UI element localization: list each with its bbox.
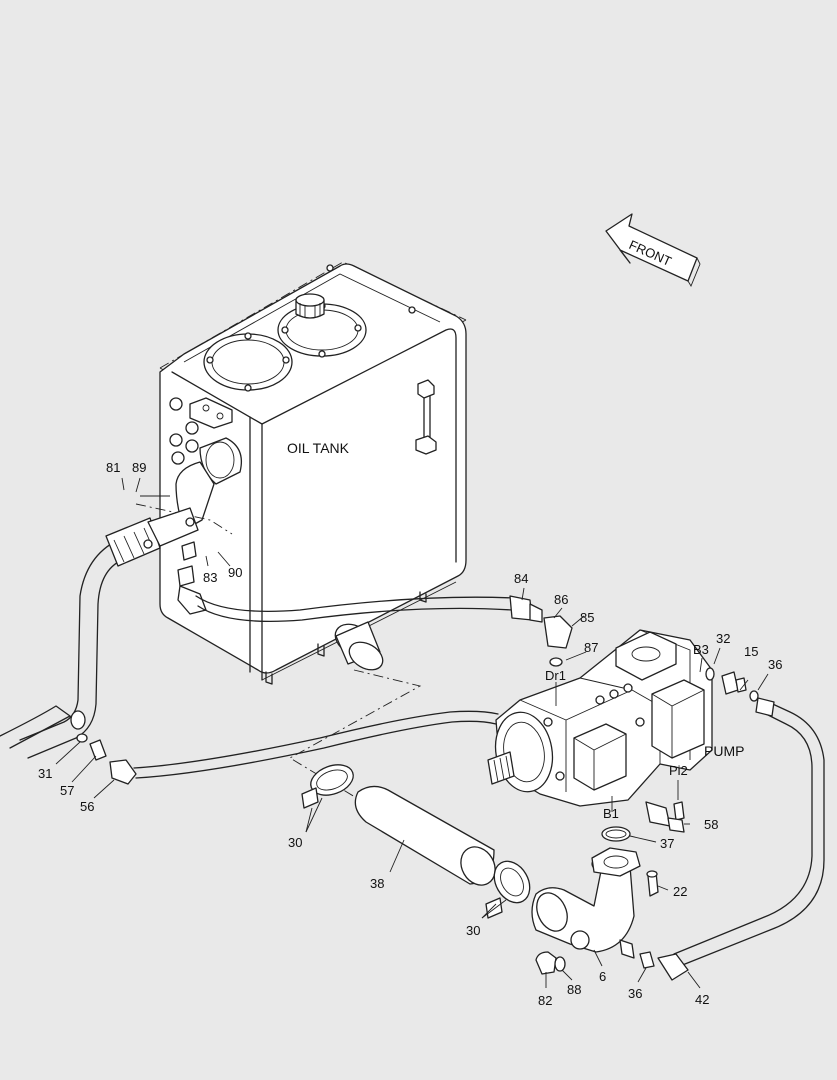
part-number: 89 — [132, 460, 146, 475]
return-hose — [195, 595, 573, 667]
part-number: 36 — [628, 986, 642, 1001]
part-number: 88 — [567, 982, 581, 997]
part-number: 22 — [673, 884, 687, 899]
part-number: 83 — [203, 570, 217, 585]
part-number: 86 — [554, 592, 568, 607]
port-pi2-label: Pi2 — [669, 763, 688, 778]
part-number: 87 — [584, 640, 598, 655]
pump-label: PUMP — [704, 743, 744, 759]
part-number: 37 — [660, 836, 674, 851]
part-numbers: 81 89 83 90 84 86 85 87 32 15 36 31 57 5… — [38, 460, 782, 1008]
part-number: 30 — [288, 835, 302, 850]
leader-lines — [55, 477, 769, 989]
part-number: 15 — [744, 644, 758, 659]
suction-line — [0, 437, 243, 759]
port-labels: Dr1 B3 B1 Pi2 — [545, 642, 709, 821]
pressure-hose — [639, 697, 825, 981]
part-number: 82 — [538, 993, 552, 1008]
oil-tank: OIL TANK — [159, 261, 467, 685]
port-dr1-label: Dr1 — [545, 668, 566, 683]
part-number: 84 — [514, 571, 528, 586]
front-arrow: FRONT — [605, 213, 701, 288]
part-number: 36 — [768, 657, 782, 672]
pump: PUMP — [487, 629, 759, 833]
part-number: 57 — [60, 783, 74, 798]
part-number: 56 — [80, 799, 94, 814]
oil-tank-label: OIL TANK — [287, 440, 350, 456]
part-number: 30 — [466, 923, 480, 938]
drain-hose — [76, 710, 499, 785]
part-number: 42 — [695, 992, 709, 1007]
port-b1-label: B1 — [603, 806, 619, 821]
part-number: 31 — [38, 766, 52, 781]
suction-hose-assembly — [289, 621, 659, 975]
part-number: 90 — [228, 565, 242, 580]
part-number: 85 — [580, 610, 594, 625]
part-number: 81 — [106, 460, 120, 475]
part-number: 38 — [370, 876, 384, 891]
part-number: 58 — [704, 817, 718, 832]
port-b3-label: B3 — [693, 642, 709, 657]
part-number: 6 — [599, 969, 606, 984]
part-number: 32 — [716, 631, 730, 646]
